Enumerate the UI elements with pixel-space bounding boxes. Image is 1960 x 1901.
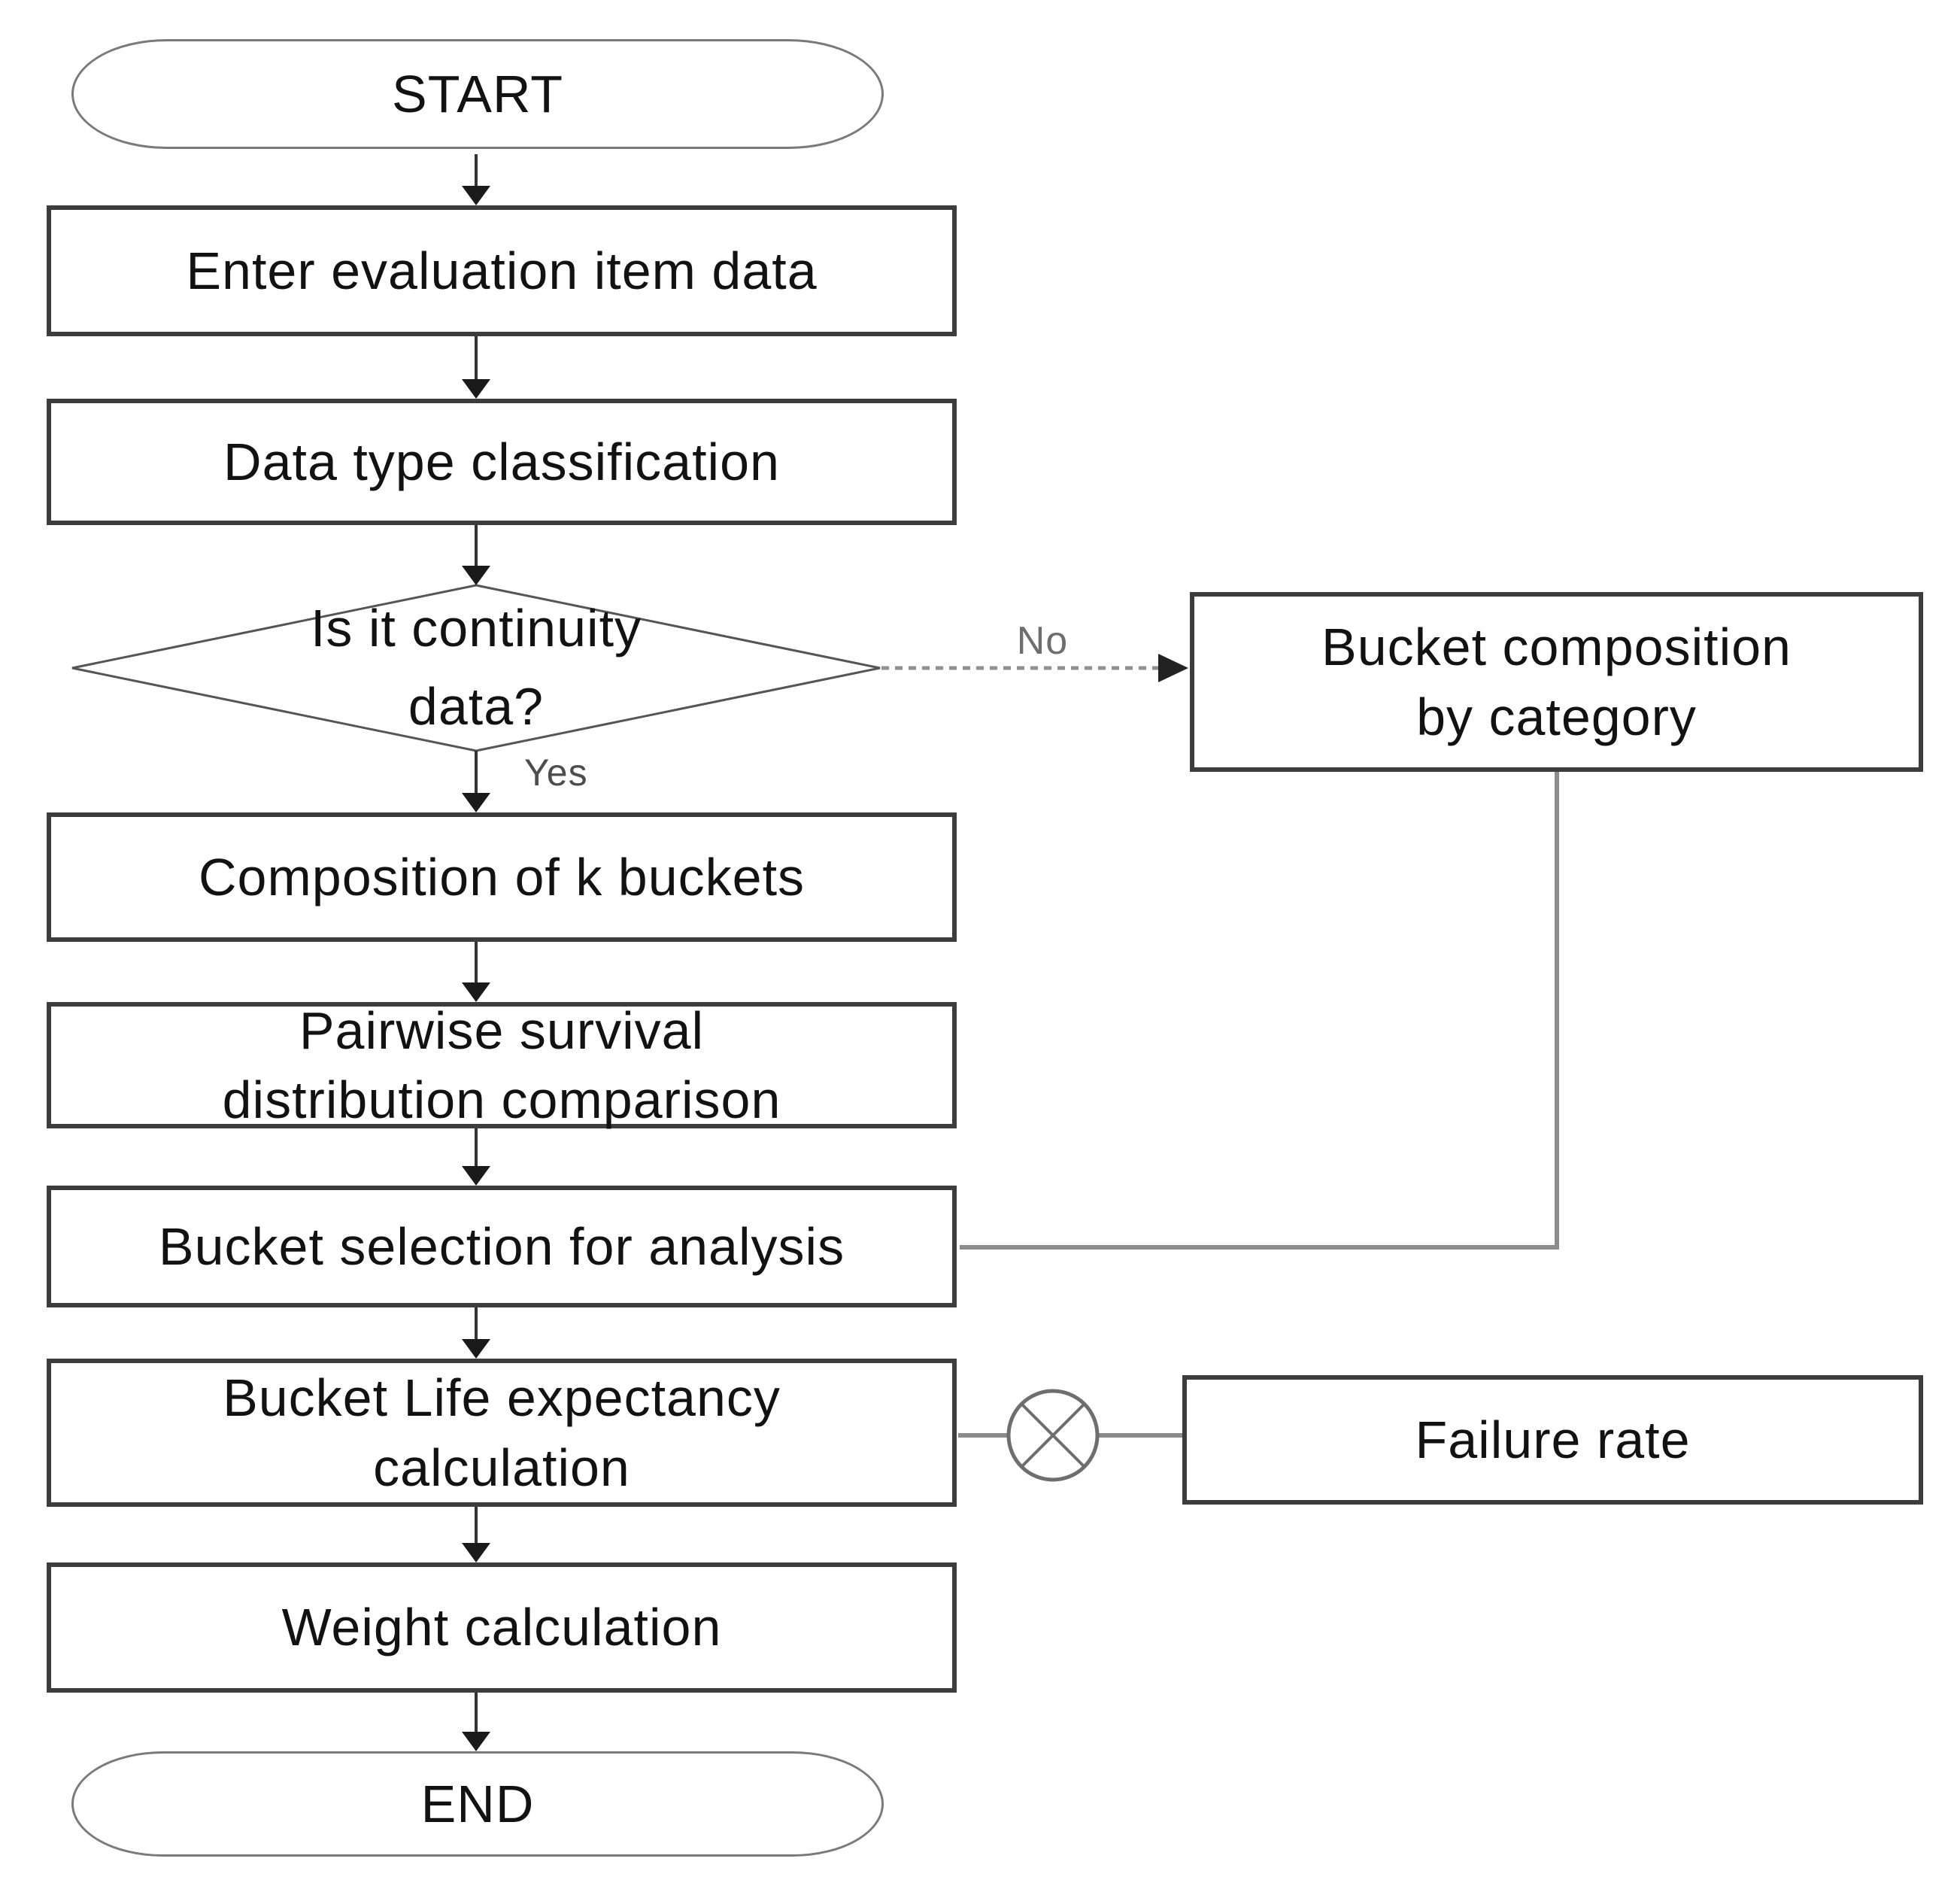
node-data-type-classification-label: Data type classification (223, 432, 780, 491)
arrow-start-to-enter (462, 154, 490, 205)
node-data-type-classification: Data type classification (47, 399, 957, 525)
node-continuity-decision: Is it continuity data? (72, 585, 880, 751)
node-weight-calculation-label: Weight calculation (281, 1598, 722, 1657)
merge-connector-line (960, 772, 1559, 1250)
arrow-decision-to-kbuckets (462, 751, 490, 812)
node-failure-rate-label: Failure rate (1415, 1410, 1691, 1469)
node-bucket-life-expectancy-calculation: Bucket Life expectancy calculation (47, 1359, 957, 1507)
node-weight-calculation: Weight calculation (47, 1562, 957, 1693)
node-composition-of-k-buckets: Composition of k buckets (47, 812, 957, 942)
node-pairwise-survival-comparison: Pairwise survival distribution compariso… (47, 1001, 957, 1129)
node-enter-evaluation-data: Enter evaluation item data (47, 205, 957, 336)
node-bucket-selection-for-analysis-label: Bucket selection for analysis (158, 1216, 845, 1276)
node-failure-rate: Failure rate (1182, 1375, 1923, 1505)
no-branch-dashed-arrow (881, 654, 1188, 682)
arrow-selection-to-life (462, 1307, 490, 1359)
node-bucket-life-expectancy-calculation-label: Bucket Life expectancy calculation (223, 1368, 781, 1497)
node-bucket-composition-by-category: Bucket composition by category (1190, 592, 1923, 772)
node-end-label: END (420, 1774, 535, 1833)
arrow-pairwise-to-selection (462, 1128, 490, 1186)
node-bucket-composition-by-category-label: Bucket composition by category (1321, 618, 1792, 746)
node-end-terminator: END (71, 1751, 884, 1857)
arrow-enter-to-datatype (462, 336, 490, 399)
edge-label-yes: Yes (524, 752, 588, 794)
arrow-weight-to-end (462, 1693, 490, 1751)
node-continuity-decision-label: Is it continuity data? (310, 599, 642, 736)
node-start-terminator: START (71, 39, 884, 149)
arrow-datatype-to-decision (462, 525, 490, 585)
multiply-junction-icon (1006, 1389, 1100, 1482)
node-start-label: START (392, 64, 563, 123)
node-pairwise-survival-comparison-label: Pairwise survival distribution compariso… (222, 1001, 781, 1129)
node-enter-evaluation-data-label: Enter evaluation item data (186, 241, 818, 300)
edge-label-no: No (1016, 619, 1069, 663)
arrow-kbuckets-to-pairwise (462, 942, 490, 1002)
arrow-life-to-weight (462, 1507, 490, 1562)
node-composition-of-k-buckets-label: Composition of k buckets (198, 847, 806, 906)
node-bucket-selection-for-analysis: Bucket selection for analysis (47, 1186, 957, 1307)
